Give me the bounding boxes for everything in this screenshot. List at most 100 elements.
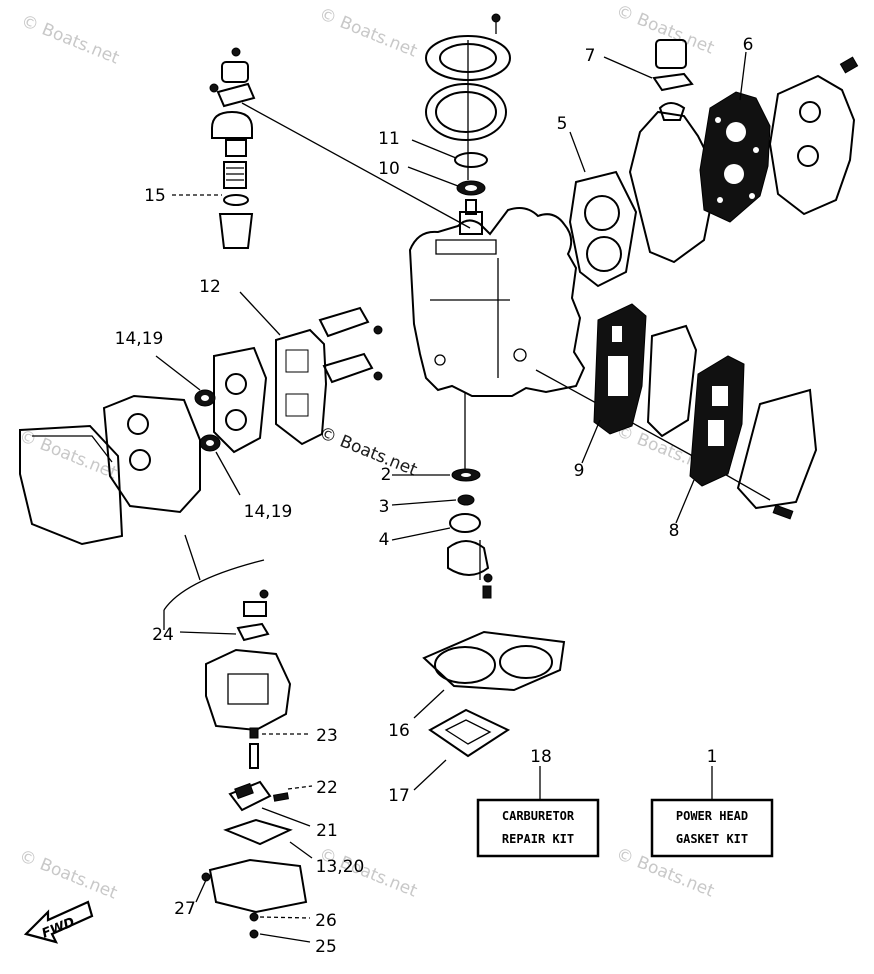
screw	[209, 83, 219, 93]
carb-body	[205, 648, 292, 732]
callout-8: 8	[669, 521, 680, 541]
callout-7: 7	[585, 46, 596, 66]
thermostat-gasket	[652, 72, 694, 92]
carburetor-body	[102, 394, 201, 514]
bolt	[839, 56, 859, 74]
cylinder-block-outline	[408, 207, 586, 397]
cylinder-head	[603, 39, 711, 264]
callout-6: 6	[743, 35, 754, 55]
watermark-group: © Boats.net © Boats.net © Boats.net © Bo…	[16, 1, 717, 904]
callout-12: 12	[199, 277, 221, 297]
pump-plate	[216, 82, 256, 108]
watermark: © Boats.net	[16, 846, 120, 904]
head-gasket	[568, 170, 638, 288]
intake-gasket	[428, 708, 511, 758]
jet	[249, 727, 259, 739]
reed-valve-upper	[318, 306, 370, 338]
watermark: © Boats.net	[316, 423, 420, 481]
intake-manifold-12	[239, 291, 383, 446]
needle	[249, 743, 259, 769]
reed-plate	[275, 328, 328, 446]
screw	[273, 792, 289, 802]
head-cover-gasket	[699, 91, 771, 223]
watermark: © Boats.net	[16, 426, 120, 484]
callout-16: 16	[388, 721, 410, 741]
pump-cover	[221, 61, 249, 83]
float-bowl	[208, 858, 308, 914]
thermostat-cover	[655, 39, 687, 69]
reed-valve-lower	[322, 352, 374, 384]
bearing-housing-inner	[439, 43, 497, 73]
callout-15: 15	[144, 186, 166, 206]
callout-1: 1	[707, 747, 718, 767]
bolt	[482, 585, 492, 599]
callout-labels: 1 2 3 4 5 6 7 8 9 10 11 12 14,19 14,19 1…	[115, 35, 754, 957]
callout-11: 11	[378, 129, 400, 149]
kit-title-line1: POWER HEAD	[676, 809, 748, 823]
base-gasket-16	[413, 630, 566, 719]
gasket-17	[413, 708, 511, 791]
filter-cup	[218, 213, 254, 249]
bearing-housing-lower	[447, 540, 490, 576]
callout-17: 17	[388, 786, 410, 806]
callout-13-20: 13,20	[316, 857, 365, 877]
guide-line	[241, 102, 471, 229]
callout-23: 23	[316, 726, 338, 746]
exhaust-outer-cover	[736, 388, 818, 510]
callout-2: 2	[381, 465, 392, 485]
kit-box	[650, 798, 774, 858]
o-ring	[449, 513, 481, 533]
fuel-pump-assembly	[172, 47, 256, 249]
guide-lines	[241, 40, 771, 580]
fwd-arrow-shape	[23, 900, 94, 944]
cylinder-block	[408, 199, 586, 397]
o-ring	[454, 152, 488, 168]
callout-26: 26	[315, 911, 337, 931]
base-gasket	[422, 630, 566, 692]
callout-18: 18	[530, 747, 552, 767]
crank-top	[459, 211, 483, 235]
watermark: © Boats.net	[316, 4, 420, 62]
exhaust-cover-8	[675, 355, 818, 524]
head-gasket-5	[568, 131, 638, 288]
head-gasket-bore	[584, 195, 620, 231]
bearing-housing	[425, 35, 511, 81]
bolt	[772, 504, 794, 520]
callout-27: 27	[174, 899, 196, 919]
kit-box	[476, 798, 600, 858]
gasket-ring	[425, 83, 507, 141]
silencer-cover	[19, 424, 124, 546]
forward-arrow: FWD	[23, 900, 94, 944]
kit-title-line2: GASKET KIT	[676, 832, 748, 846]
screw	[491, 13, 501, 23]
carburetor-exploded	[163, 534, 313, 943]
callout-22: 22	[316, 778, 338, 798]
callout-21: 21	[316, 821, 338, 841]
screw	[231, 47, 241, 57]
pump-body	[211, 110, 253, 139]
filter-element	[223, 161, 247, 189]
head-gasket-bore	[586, 236, 622, 272]
callout-10: 10	[378, 159, 400, 179]
pump-neck	[225, 139, 247, 157]
exhaust-cover-9	[581, 303, 698, 464]
watermark: © Boats.net	[613, 1, 717, 59]
float-bowl-gasket	[223, 818, 293, 846]
callout-9: 9	[574, 461, 585, 481]
callout-4: 4	[379, 530, 390, 550]
intake-gasket	[213, 346, 268, 454]
bearing	[457, 494, 475, 506]
callout-14-19-top: 14,19	[115, 329, 164, 349]
cylinder-head-outline	[628, 110, 711, 264]
intake-silencer	[19, 346, 268, 546]
head-cover-6	[699, 51, 859, 223]
exhaust-inner-plate	[646, 324, 698, 438]
power-head-gasket-kit: POWER HEAD GASKET KIT	[650, 766, 774, 858]
kit-title-line2: REPAIR KIT	[502, 832, 574, 846]
callout-24: 24	[152, 625, 174, 645]
carburetor-repair-kit: CARBURETOR REPAIR KIT	[476, 766, 600, 858]
callout-25: 25	[315, 937, 337, 957]
crankshaft-tip	[465, 199, 477, 215]
